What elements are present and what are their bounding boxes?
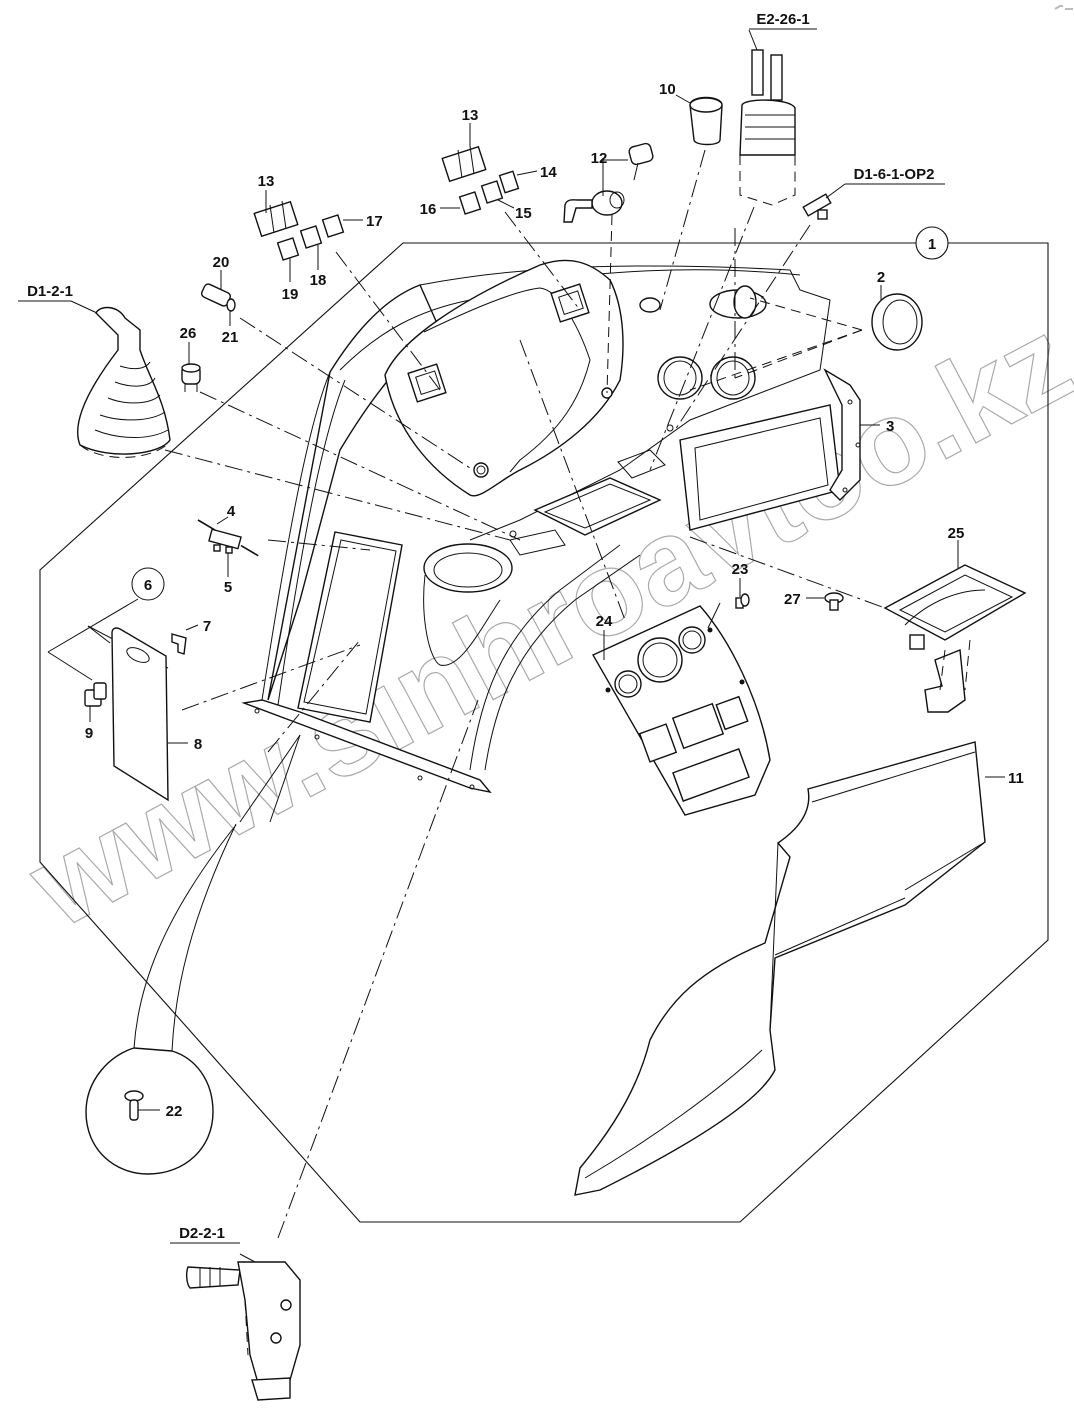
label-25: 25 [948, 525, 965, 542]
detail-callout-22: 22 [85, 734, 301, 1175]
label-19: 19 [282, 286, 299, 303]
label-13-left: 13 [258, 173, 275, 190]
rocker-switch-d1-6-1-op2: D1-6-1-OP2 [674, 166, 945, 431]
part-12-ignition-switch: 12 [563, 142, 654, 394]
label-1: 1 [928, 236, 936, 253]
label-17: 17 [366, 213, 383, 230]
ref-label-d1-2-1[interactable]: D1-2-1 [27, 283, 73, 300]
part-23-screw: 23 [707, 561, 750, 629]
part-25-shift-console: 25 [883, 525, 1027, 713]
ref-label-e2-26-1[interactable]: E2-26-1 [756, 11, 809, 28]
label-27: 27 [784, 591, 801, 608]
label-9: 9 [85, 725, 93, 742]
label-13-right: 13 [462, 107, 479, 124]
label-14: 14 [540, 164, 557, 181]
control-lever-d1-2-1: D1-2-1 [18, 283, 511, 541]
part-20-21-lighter: 20 21 [200, 254, 471, 469]
part-4-5-latch: 4 5 [197, 503, 371, 596]
label-26: 26 [180, 325, 197, 342]
subassembly-6-lid: 6 7 8 9 [47, 567, 361, 802]
scan-artifact [1054, 5, 1073, 10]
label-11: 11 [1008, 770, 1024, 787]
part-11-floor-panel: 11 [574, 741, 1024, 1196]
label-16: 16 [420, 201, 437, 218]
label-5: 5 [224, 579, 232, 596]
label-22: 22 [166, 1103, 183, 1120]
label-6: 6 [144, 577, 152, 594]
label-7: 7 [203, 618, 211, 635]
switch-group-right: 13 14 15 16 [420, 107, 581, 311]
label-10: 10 [659, 81, 676, 98]
ref-label-d2-2-1[interactable]: D2-2-1 [179, 1225, 225, 1242]
callout-1: 1 [915, 226, 949, 260]
part-2-air-vent: 2 [689, 269, 923, 391]
label-2: 2 [877, 269, 885, 286]
part-24-instrument-cluster: 24 [592, 605, 771, 816]
ref-label-d1-6-1-op2[interactable]: D1-6-1-OP2 [854, 166, 935, 183]
label-15: 15 [515, 205, 532, 222]
label-12: 12 [591, 150, 608, 167]
part-3-side-trim: 3 [823, 368, 894, 501]
label-20: 20 [213, 254, 230, 271]
label-24: 24 [596, 613, 613, 630]
combination-switch-d2-2-1: D2-2-1 [170, 699, 479, 1401]
label-23: 23 [732, 561, 749, 578]
part-10-cup: 10 [659, 81, 723, 311]
switch-group-left: 13 17 18 19 [253, 173, 441, 391]
part-27-screw: 27 [784, 591, 844, 611]
leader-lines [267, 228, 886, 753]
label-18: 18 [310, 272, 327, 289]
label-4: 4 [227, 503, 236, 520]
label-21: 21 [222, 329, 239, 346]
label-3: 3 [886, 418, 894, 435]
joystick-e2-26-1: E2-26-1 [649, 11, 817, 471]
label-8: 8 [194, 736, 202, 753]
part-26-switch: 26 [180, 325, 521, 541]
